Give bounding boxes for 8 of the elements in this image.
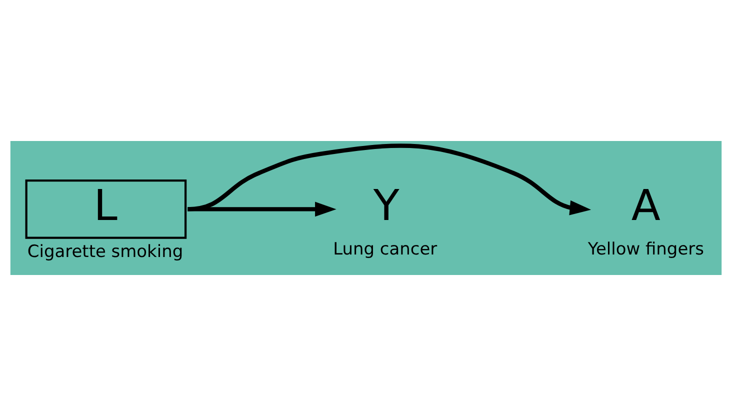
arrow — [188, 201, 336, 216]
node-text: Y — [373, 181, 400, 230]
node-text: A — [631, 181, 660, 230]
arrow — [188, 143, 592, 215]
node-box: L — [25, 178, 187, 238]
node-label: Cigarette smoking — [27, 241, 184, 262]
node-label: Yellow fingers — [588, 239, 704, 260]
node-label: Lung cancer — [333, 239, 438, 260]
